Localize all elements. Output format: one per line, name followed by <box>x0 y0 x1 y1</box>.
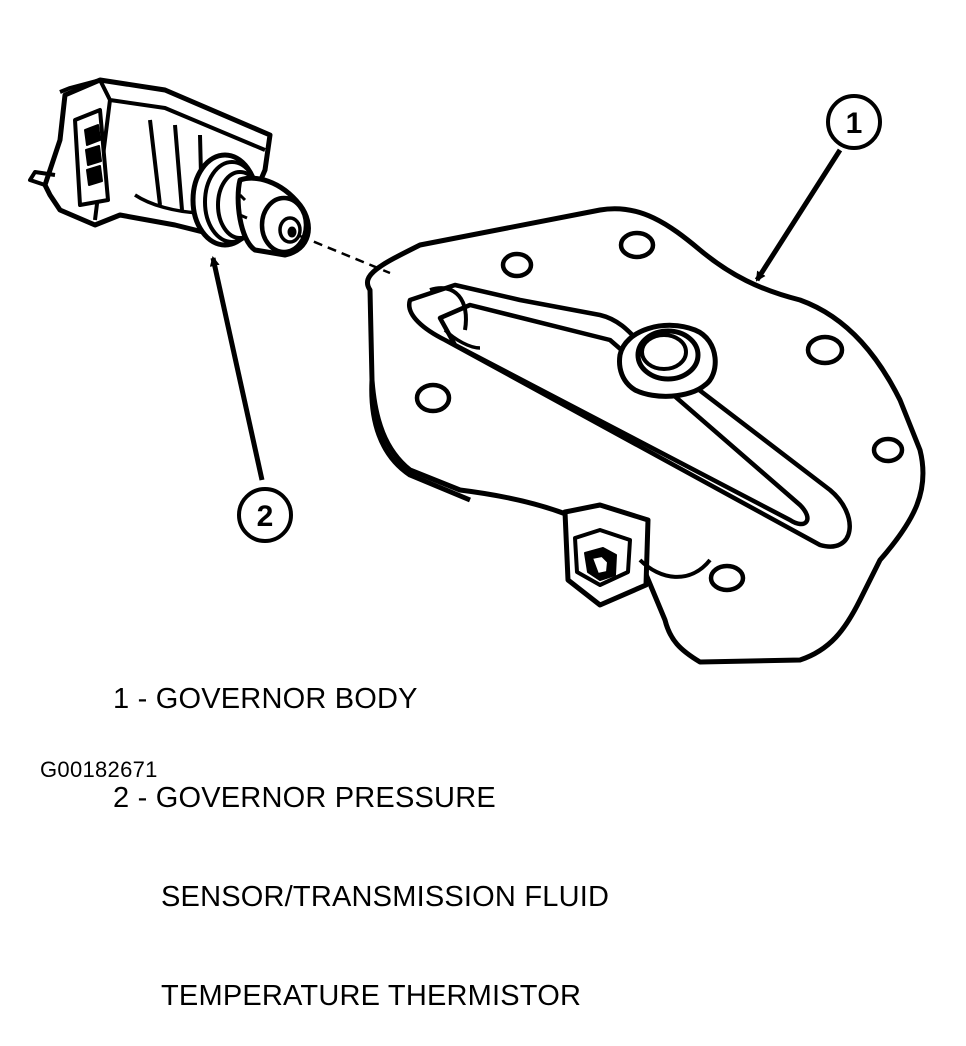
diagram-drawing: 1 2 <box>28 77 926 665</box>
callout-1-number: 1 <box>846 107 863 140</box>
legend-item-2-line-3: TEMPERATURE THERMISTOR <box>161 980 582 1012</box>
leader-arrow-1 <box>754 148 843 282</box>
sensor-port-boss <box>617 322 718 399</box>
leader-arrow-2 <box>209 256 265 481</box>
alignment-dashed-line <box>299 234 391 275</box>
governor-body <box>365 206 926 665</box>
governor-body-channel <box>407 282 852 549</box>
callout-1: 1 <box>826 94 882 150</box>
legend-item-2-line-1: 2 - GOVERNOR PRESSURE <box>113 782 496 814</box>
pressure-sensor <box>28 77 311 258</box>
callout-2-number: 2 <box>257 500 274 533</box>
legend-item-1: 1 - GOVERNOR BODY <box>113 683 418 715</box>
mounting-holes <box>414 230 905 593</box>
figure-id: G00182671 <box>40 757 158 782</box>
callout-2: 2 <box>237 487 293 543</box>
parts-legend: 1 - GOVERNOR BODY 2 - GOVERNOR PRESSURE … <box>113 617 609 1046</box>
legend-item-2-line-2: SENSOR/TRANSMISSION FLUID <box>161 881 610 913</box>
